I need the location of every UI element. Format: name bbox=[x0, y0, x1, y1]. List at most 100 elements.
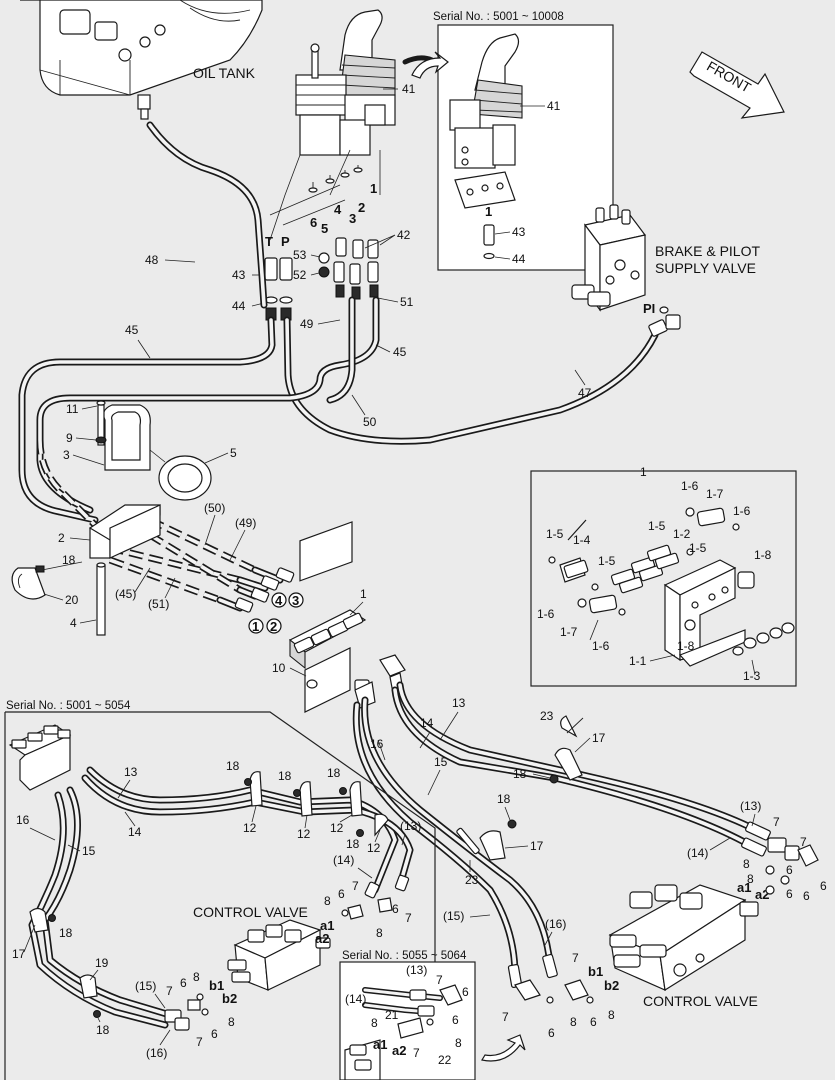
circle-4: 4 bbox=[275, 593, 283, 608]
callout-p16a: (16) bbox=[545, 917, 566, 931]
inset-serial-5001-10008: Serial No. : 5001 ~ 10008 1 41 43 44 bbox=[402, 11, 614, 271]
inset-callout-12b: 12 bbox=[297, 827, 311, 841]
callout-50: 50 bbox=[363, 415, 377, 429]
port-b1-right: b1 bbox=[588, 964, 603, 979]
inset-callout-12c: 12 bbox=[330, 821, 344, 835]
port-b1-left: b1 bbox=[209, 978, 224, 993]
inset-callout-p13: (13) bbox=[400, 819, 421, 833]
callout-5: 5 bbox=[230, 446, 237, 460]
port-1: 1 bbox=[370, 181, 377, 196]
inset-callout-43: 43 bbox=[512, 225, 526, 239]
inset-callout-18e: 18 bbox=[327, 766, 341, 780]
callout-47: 47 bbox=[578, 386, 592, 400]
detail-1-5-c: 1-5 bbox=[689, 541, 707, 555]
inset-callout-14: 14 bbox=[128, 825, 142, 839]
inset-callout-18f: 18 bbox=[346, 837, 360, 851]
inset3-callout-p14: (14) bbox=[345, 992, 366, 1006]
callout-49: 49 bbox=[300, 317, 314, 331]
control-valve-right-title: CONTROL VALVE bbox=[643, 993, 758, 1009]
callout-23a: 23 bbox=[540, 709, 554, 723]
circle-3: 3 bbox=[292, 593, 299, 608]
detail-1-5-a: 1-5 bbox=[648, 519, 666, 533]
port-b2-right: b2 bbox=[604, 978, 619, 993]
callout-14a: 14 bbox=[420, 716, 434, 730]
port-4: 4 bbox=[334, 202, 342, 217]
pilot-valve-block-1: 1 10 bbox=[272, 521, 406, 713]
callout-45b: 45 bbox=[393, 345, 407, 359]
callout-42: 42 bbox=[397, 228, 411, 242]
callout-15a: 15 bbox=[434, 755, 448, 769]
detail-1-1: 1-1 bbox=[629, 654, 647, 668]
inset-callout-13: 13 bbox=[124, 765, 138, 779]
inset-callout-6a: 6 bbox=[338, 887, 345, 901]
callout-p49: (49) bbox=[235, 516, 256, 530]
detail-1-3: 1-3 bbox=[743, 669, 761, 683]
callout-51: 51 bbox=[400, 295, 414, 309]
callout-p15a: (15) bbox=[443, 909, 464, 923]
detail-1-8-b: 1-8 bbox=[677, 639, 695, 653]
inset-callout-7d: 7 bbox=[196, 1035, 203, 1049]
inset-callout-8b: 8 bbox=[376, 926, 383, 940]
callout-16a: 16 bbox=[370, 737, 384, 751]
inset-callout-16: 16 bbox=[16, 813, 30, 827]
detail-1-8-a: 1-8 bbox=[754, 548, 772, 562]
callout-8r1: 8 bbox=[743, 857, 750, 871]
callout-p14a: (14) bbox=[687, 846, 708, 860]
callout-41: 41 bbox=[402, 82, 416, 96]
detail-1-6-top2: 1-6 bbox=[733, 504, 751, 518]
callout-p50: (50) bbox=[204, 501, 225, 515]
callout-p51: (51) bbox=[148, 597, 169, 611]
callout-11: 11 bbox=[66, 402, 79, 416]
port-T: T bbox=[265, 234, 273, 249]
callout-8b1: 8 bbox=[570, 1015, 577, 1029]
callout-18c: 18 bbox=[497, 792, 511, 806]
brake-title-line2: SUPPLY VALVE bbox=[655, 260, 756, 276]
inset3-callout-22: 22 bbox=[438, 1053, 452, 1067]
callout-17b: 17 bbox=[530, 839, 544, 853]
inset-callout-19: 19 bbox=[95, 956, 109, 970]
circle-2: 2 bbox=[270, 619, 277, 634]
callout-6r1: 6 bbox=[786, 863, 793, 877]
front-arrow: FRONT bbox=[689, 51, 785, 119]
inset-callout-18c: 18 bbox=[226, 759, 240, 773]
inset3-callout-8a: 8 bbox=[371, 1016, 378, 1030]
inset3-callout-6a: 6 bbox=[462, 985, 469, 999]
callout-4: 4 bbox=[70, 616, 77, 630]
port-a2-left: a2 bbox=[315, 931, 329, 946]
callout-6b2: 6 bbox=[590, 1015, 597, 1029]
inset3-callout-p13: (13) bbox=[406, 963, 427, 977]
port-a1-right: a1 bbox=[737, 880, 751, 895]
hose-45: 45 bbox=[18, 316, 276, 524]
callout-p13a: (13) bbox=[740, 799, 761, 813]
inset-callout-p16: (16) bbox=[146, 1046, 167, 1060]
callout-8r2: 8 bbox=[747, 872, 754, 886]
inset-callout-6b: 6 bbox=[392, 902, 399, 916]
inset3-port-a2: a2 bbox=[392, 1043, 406, 1058]
inset3-callout-8b: 8 bbox=[455, 1036, 462, 1050]
callout-18a: 18 bbox=[62, 553, 76, 567]
detail-1-7-top: 1-7 bbox=[706, 487, 724, 501]
serial-5001-10008: Serial No. : 5001 ~ 10008 bbox=[433, 11, 564, 23]
hose-49-50-51-bundle: 45 50 bbox=[36, 296, 407, 533]
brake-pilot-supply-valve: BRAKE & PILOT SUPPLY VALVE PI bbox=[571, 204, 760, 316]
inset-callout-18d: 18 bbox=[278, 769, 292, 783]
inset-callout-7b: 7 bbox=[405, 911, 412, 925]
port-a1-left: a1 bbox=[320, 918, 334, 933]
hose-48: 48 bbox=[145, 121, 268, 309]
inset-callout-6d: 6 bbox=[211, 1027, 218, 1041]
callout-6b1: 6 bbox=[548, 1026, 555, 1040]
inset3-callout-7: 7 bbox=[436, 973, 443, 987]
oil-tank-title: OIL TANK bbox=[193, 65, 256, 81]
inset-callout-17: 17 bbox=[12, 947, 26, 961]
inset-callout-12a: 12 bbox=[243, 821, 257, 835]
callout-13a: 13 bbox=[452, 696, 466, 710]
callout-23b: 23 bbox=[465, 873, 479, 887]
inset-callout-18a: 18 bbox=[59, 926, 73, 940]
circle-1: 1 bbox=[252, 619, 259, 634]
hoses-to-block-1: (50) (49) (45) (51) 4 3 1 2 bbox=[108, 501, 304, 634]
callout-18b: 18 bbox=[513, 767, 527, 781]
port-b2-left: b2 bbox=[222, 991, 237, 1006]
brake-title-line1: BRAKE & PILOT bbox=[655, 243, 760, 259]
port-5: 5 bbox=[321, 221, 328, 236]
